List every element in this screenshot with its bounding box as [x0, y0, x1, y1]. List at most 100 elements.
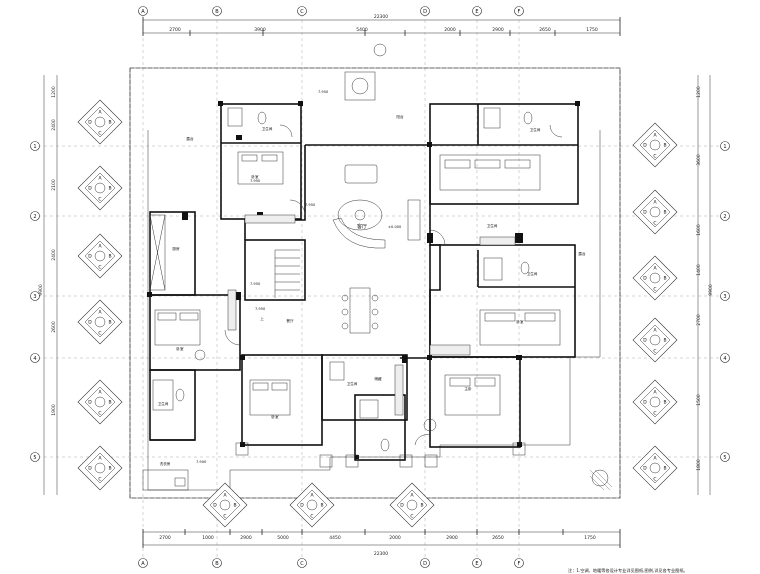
furniture — [149, 43, 609, 487]
elev-4: 7.950 — [250, 282, 261, 286]
legend-diamond-letter: C — [653, 477, 656, 483]
top-dim-1: 2700 — [169, 27, 181, 33]
legend-diamond-letter: D — [643, 143, 647, 149]
bottom-dim-9: 1750 — [584, 535, 596, 541]
legend-diamond-letter: C — [653, 411, 656, 417]
axis-right-5: 5 — [723, 455, 726, 461]
legend-diamond-letter: B — [663, 143, 666, 149]
bottom-dim-5: 4450 — [329, 535, 341, 541]
legend-diamond-letter: A — [653, 456, 657, 462]
legend-diamond-letter: A — [98, 456, 102, 462]
left-total-dimension: 9900 — [38, 284, 44, 296]
legend-diamond-letter: D — [643, 210, 647, 216]
legend-diamond-letter: A — [98, 176, 102, 182]
legend-diamond-letter: A — [98, 390, 102, 396]
room-bathroom-s: 卫生间 — [347, 381, 358, 386]
legend-diamond-letter: A — [653, 200, 657, 206]
axis-top-f: F — [518, 9, 521, 15]
left-dim-4: 2400 — [51, 249, 57, 261]
right-dim-3: 1600 — [696, 224, 702, 236]
legend-diamond-letter: A — [653, 266, 657, 272]
legend-diamond-letter: D — [88, 466, 92, 472]
legend-diamonds: ABCDABCDABCDABCDABCDABCDABCDABCDABCDABCD… — [77, 99, 678, 528]
legend-diamond-letter: C — [310, 514, 313, 520]
top-total-dimension: 22300 — [374, 14, 388, 20]
legend-diamond-letter: C — [653, 349, 656, 355]
room-balcony: 阳台 — [396, 114, 404, 119]
axis-labels: A B C D E F A B C D E F 1 2 3 4 5 1 2 3 … — [33, 9, 726, 567]
room-bathroom-w: 卫生间 — [158, 401, 169, 406]
legend-diamond-letter: B — [108, 120, 111, 126]
room-bedroom-nw: 卧室 — [251, 174, 259, 179]
legend-diamond-letter: B — [108, 254, 111, 260]
elev-1: 7.950 — [318, 90, 329, 94]
room-master-bedroom: 主卧 — [464, 386, 472, 391]
axis-right-4: 4 — [723, 356, 726, 362]
legend-diamond-letter: B — [108, 400, 111, 406]
room-kitchen: 厨房 — [172, 246, 180, 251]
axis-top-d: D — [423, 9, 427, 15]
room-dining: 餐厅 — [286, 318, 294, 323]
legend-diamond-letter: B — [420, 503, 423, 509]
legend-diamond-letter: D — [643, 276, 647, 282]
axis-right-3: 3 — [723, 294, 726, 300]
bottom-dim-6: 2000 — [389, 535, 401, 541]
hatch-area — [589, 469, 613, 491]
room-living: 客厅 — [357, 223, 367, 230]
axis-right-2: 2 — [723, 214, 726, 220]
bottom-dim-1: 2700 — [159, 535, 171, 541]
room-terrace-e: 露台 — [578, 251, 586, 256]
elev-7: ±0.000 — [388, 225, 402, 229]
room-bathroom-e2: 卫生间 — [487, 223, 498, 228]
axis-left-3: 3 — [33, 294, 36, 300]
right-dim-2: 3600 — [696, 154, 702, 166]
axis-grid-lines — [38, 14, 722, 560]
legend-diamond-letter: D — [400, 503, 404, 509]
axis-bottom-d: D — [423, 561, 427, 567]
left-dim-5: 2600 — [51, 321, 57, 333]
legend-diamond-letter: D — [88, 120, 92, 126]
top-dim-2: 3900 — [254, 27, 266, 33]
axis-top-e: E — [475, 9, 478, 15]
legend-diamond-letter: D — [643, 338, 647, 344]
room-bedroom-e: 卧室 — [516, 319, 524, 324]
axis-top-c: C — [300, 9, 304, 15]
legend-diamond-5: AB CD — [77, 379, 123, 425]
legend-diamond-letter: D — [88, 400, 92, 406]
columns — [147, 101, 580, 459]
legend-diamond-letter: A — [653, 390, 657, 396]
bottom-dim-2: 1000 — [202, 535, 214, 541]
elev-2: 7.950 — [250, 179, 261, 183]
right-dim-5: 2700 — [696, 314, 702, 326]
legend-diamond-letter: B — [108, 466, 111, 472]
bottom-dim-8: 2650 — [492, 535, 504, 541]
legend-diamond-letter: A — [98, 110, 102, 116]
room-stair: 上 — [260, 316, 264, 321]
legend-diamond-letter: D — [213, 503, 217, 509]
legend-diamond-letter: C — [653, 154, 656, 160]
legend-diamond-letter: C — [98, 411, 101, 417]
bottom-total-dimension: 22300 — [374, 551, 388, 557]
left-dim-1: 1200 — [51, 86, 57, 98]
left-dim-3: 2100 — [51, 179, 57, 191]
axis-right-1: 1 — [723, 144, 726, 150]
elev-5: 7.950 — [255, 307, 266, 311]
right-total-dimension: 9900 — [708, 284, 714, 296]
legend-diamond-letter: C — [410, 514, 413, 520]
legend-diamond-letter: D — [300, 503, 304, 509]
left-dim-6: 1900 — [51, 404, 57, 416]
top-dim-4: 2000 — [444, 27, 456, 33]
room-bathroom-e: 卫生间 — [527, 271, 538, 276]
legend-diamond-letter: D — [88, 254, 92, 260]
legend-diamond-letter: B — [663, 400, 666, 406]
